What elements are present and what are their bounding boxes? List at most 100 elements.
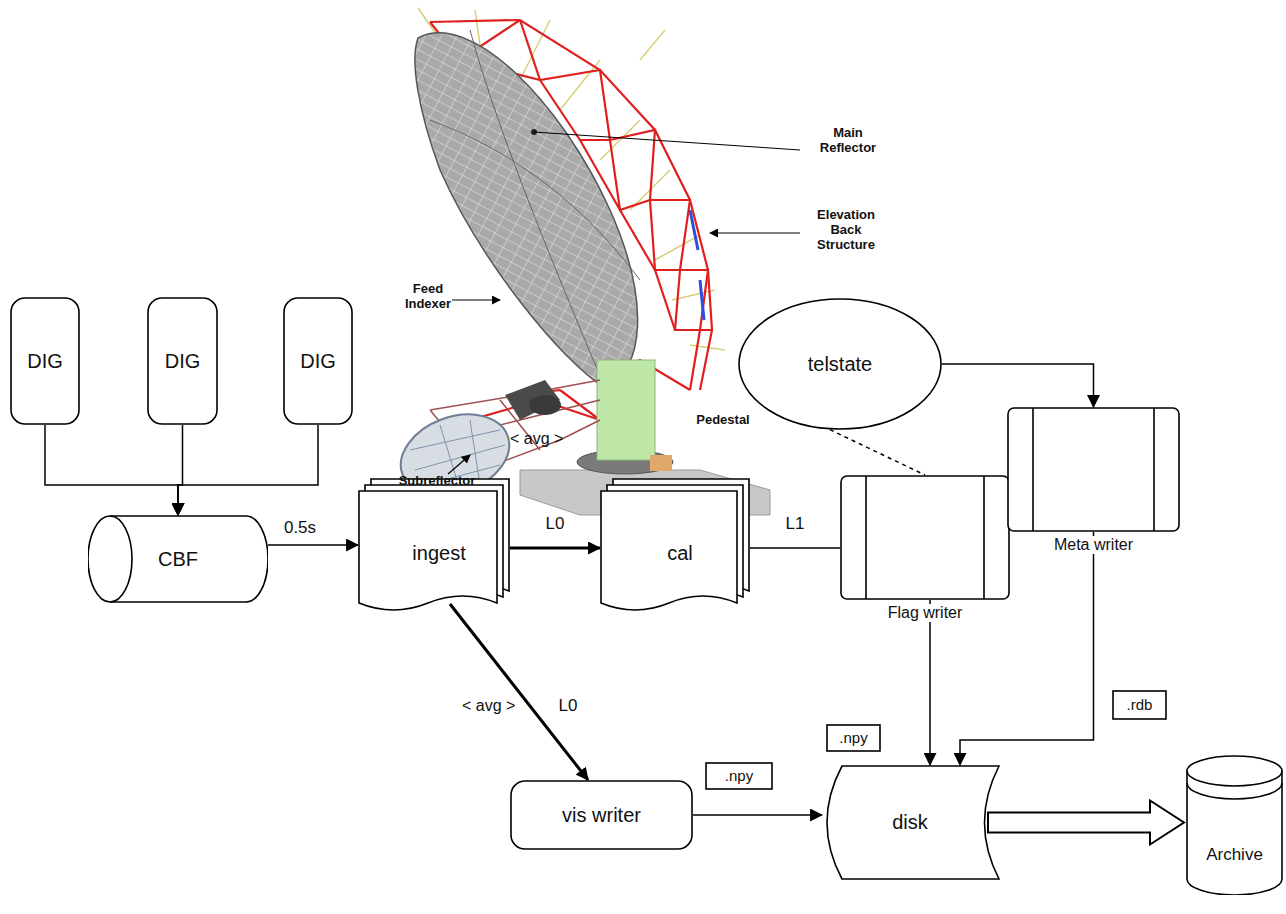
flag-writer-box: Flag writer [840,475,1010,600]
avg-label: < avg > [462,697,542,715]
digitiser-box: DIG [10,297,80,425]
connector [750,547,840,549]
feed-indexer [505,380,560,420]
node-outline [1186,755,1283,895]
outline-part [88,516,268,602]
feed-horn [529,395,561,415]
outline-part [1033,408,1154,531]
disk-store: disk [820,765,1000,880]
node-outline [1007,407,1180,532]
outline-part [1187,756,1282,786]
connector [693,814,822,816]
pedestal-column [597,360,655,460]
outline-holder [840,475,1010,604]
file-type-tag: .npy [705,762,773,790]
ingest-stack: ingest [358,478,510,616]
telstate-ellipse: telstate [738,298,942,430]
node-text-holder: .rdb [1112,690,1167,720]
node-text-holder: telstate [738,298,942,430]
back-structure-bracing [690,210,704,320]
part-label: Main Reflector [808,126,888,156]
node-text: cal [667,542,693,565]
node-outline [840,475,1010,600]
edge-label: 0.5s [281,518,319,538]
outline-part [11,298,79,424]
node-text: DIG [300,350,336,373]
node-text: ingest [412,542,465,565]
outline-part [866,476,984,599]
node-text-holder: ingest [380,490,498,616]
connector [929,600,931,765]
node-text: CBF [158,548,198,571]
node-text-holder: cal [622,490,738,616]
digitiser-box: DIG [283,297,353,425]
connector [510,547,600,550]
node-text: Archive [1206,845,1263,865]
node-text: .npy [725,767,753,784]
meta-writer-box: Meta writer [1007,407,1180,532]
part-label: Pedestal [683,413,763,428]
outline-part [601,491,737,610]
vis-writer-box: vis writer [510,780,693,850]
outline-holder [1007,407,1180,536]
leader-line [452,299,500,300]
node-text: DIG [165,350,201,373]
connector [268,544,358,546]
node-text: .npy [839,729,867,746]
archive-arrow [988,801,1184,845]
connector [450,604,588,780]
outline-part [1187,771,1282,895]
connector [45,425,178,515]
outline-part [739,299,941,429]
node-caption: Flag writer [885,604,966,622]
outline-part [359,491,497,610]
avg-label: < avg > [510,430,590,448]
node-text-holder: DIG [147,297,218,425]
outline-part [284,298,352,424]
reflector-seams [430,30,640,388]
node-text: telstate [808,353,872,376]
outline-part [706,763,772,789]
node-text: .rdb [1127,696,1153,713]
leader-line [448,455,470,474]
leader-line [534,132,800,150]
part-label: Feed Indexer [398,282,458,312]
connector [178,425,318,515]
outline-part [110,516,132,602]
outline-part [511,781,692,849]
cal-stack: cal [600,478,750,616]
node-caption: Meta writer [1051,536,1136,554]
part-label: Subreflector [392,474,482,489]
outline-holder [1186,755,1283,899]
node-text: vis writer [562,804,641,827]
edge-label: L0 [543,514,568,534]
node-text-holder: CBF [88,515,268,603]
archive-cylinder: Archive [1186,755,1283,895]
edge-label: L1 [783,514,808,534]
node-text-holder: DIG [10,297,80,425]
edge-label: L0 [556,696,581,716]
outline-part [1187,783,1282,799]
outline-part [1008,408,1179,531]
pedestal-box [650,455,672,471]
node-text-holder: Archive [1186,815,1283,895]
file-type-tag: .rdb [1112,690,1167,720]
outline-part [1113,691,1166,719]
cbf-cylinder: CBF [88,515,268,603]
outline-part [827,766,999,879]
connector [942,364,1094,407]
node-text-holder: disk [820,765,1000,880]
outline-part [841,476,1009,599]
node-text-holder: .npy [705,762,773,790]
node-text: disk [892,811,928,834]
node-text: DIG [27,350,63,373]
outline-part [148,298,217,424]
node-text-holder: .npy [826,724,881,752]
node-text-holder: vis writer [510,780,693,850]
digitiser-box: DIG [147,297,218,425]
file-type-tag: .npy [826,724,881,752]
main-reflector-dish [415,33,638,388]
dashed-link [830,430,925,475]
outline-part [827,725,880,751]
